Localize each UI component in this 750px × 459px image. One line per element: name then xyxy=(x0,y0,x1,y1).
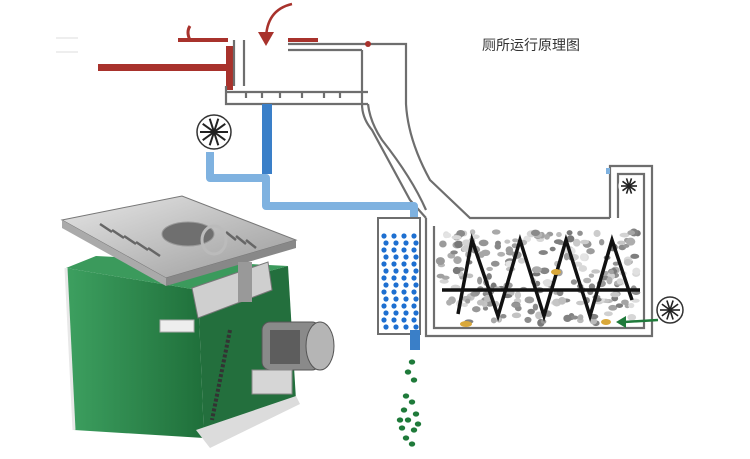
gold-flecks xyxy=(460,269,611,327)
left-margin-marks xyxy=(56,37,78,53)
tank-dots xyxy=(381,233,419,330)
diagram-title: 厕所运行原理图 xyxy=(482,38,580,54)
auger xyxy=(442,233,640,323)
fan-icon-right-bottom xyxy=(656,296,684,324)
down-arrow-icon xyxy=(258,2,293,46)
water-line xyxy=(206,104,610,222)
pipe-system xyxy=(224,40,654,338)
air-arrow-icon xyxy=(616,316,659,328)
motor xyxy=(251,321,335,395)
pipe-node xyxy=(365,41,371,47)
fan-icon-left xyxy=(196,114,232,150)
falling-pellets xyxy=(396,359,422,447)
toilet-unit-photo xyxy=(60,195,335,448)
fan-icon-right-top xyxy=(618,175,640,197)
toilet-inlet xyxy=(98,25,318,90)
